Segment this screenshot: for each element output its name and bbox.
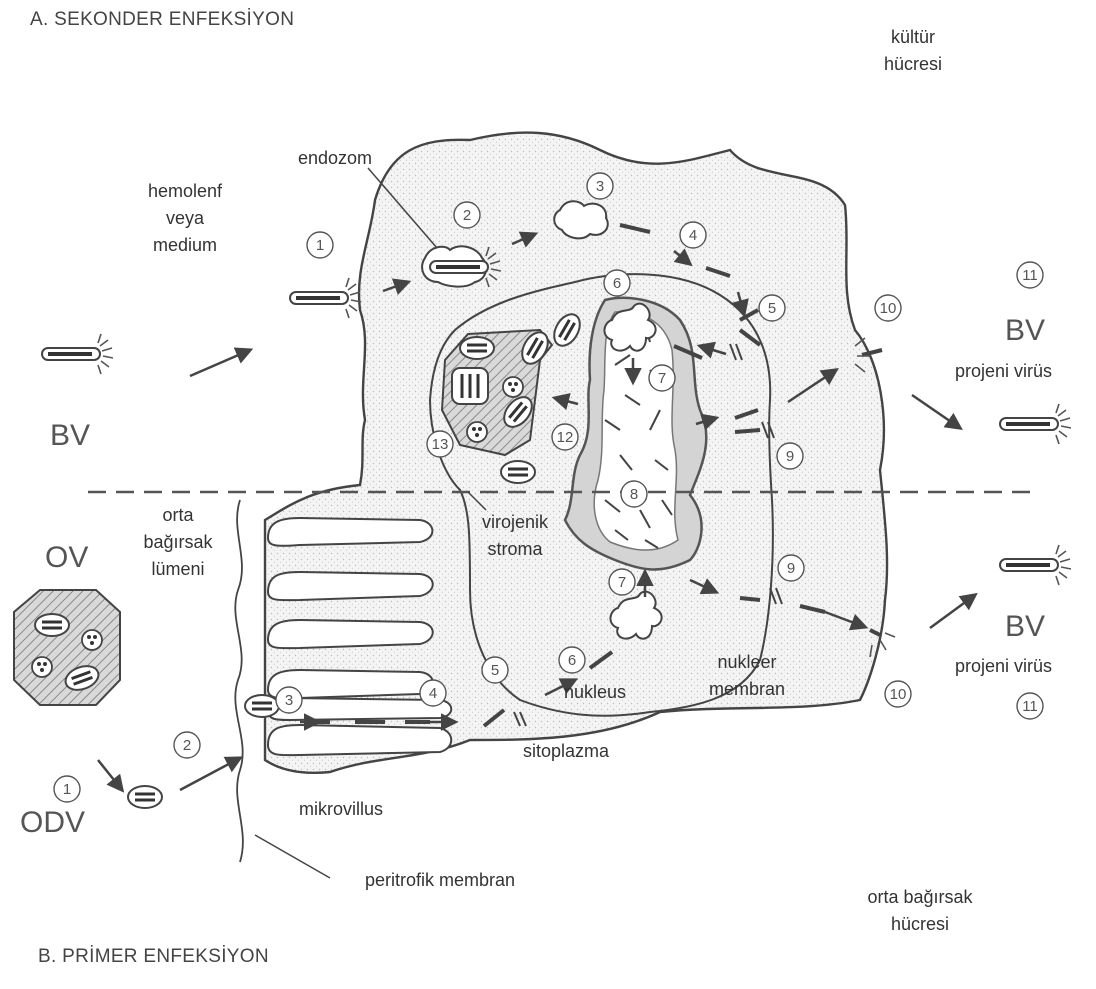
- step-number-b10: 10: [890, 686, 907, 703]
- peritrophic-membrane-label: peritrofik membran: [365, 870, 515, 890]
- step-number-a1: 1: [316, 237, 324, 254]
- virogenic-stroma-label-2: stroma: [487, 539, 543, 559]
- step-number-b3: 3: [285, 692, 293, 709]
- midgut-cell-label-2: hücresi: [891, 914, 949, 934]
- progeny-label-top: projeni virüs: [955, 361, 1052, 381]
- ov-virion-1: [35, 614, 69, 636]
- microvillus-label: mikrovillus: [299, 799, 383, 819]
- odv-released: [128, 786, 162, 808]
- ov-label: OV: [45, 541, 88, 574]
- step-number-b9: 9: [787, 560, 795, 577]
- step-number-b1: 1: [63, 781, 71, 798]
- bv-label-left: BV: [50, 419, 90, 452]
- step-number-a12: 12: [557, 429, 574, 446]
- bv-progeny-bottom: [1000, 545, 1071, 585]
- step-number-a7: 7: [658, 370, 666, 387]
- ov-virion-3: [32, 657, 52, 677]
- step-number-b11: 11: [1022, 698, 1038, 715]
- progeny-label-bottom: projeni virüs: [955, 656, 1052, 676]
- step-number-b7: 7: [618, 574, 626, 591]
- step-number-b5: 5: [491, 662, 499, 679]
- lumen-label-1: orta: [162, 505, 194, 525]
- lumen-label-2: bağırsak: [143, 532, 213, 552]
- cytoplasm-label: sitoplazma: [523, 741, 610, 761]
- odv-fusing: [245, 695, 279, 717]
- culture-cell-label: kültür: [891, 27, 935, 47]
- odv-label: ODV: [20, 806, 85, 839]
- hemolymph-label-3: medium: [153, 235, 217, 255]
- nucleus-label: nukleus: [564, 682, 626, 702]
- heading-primary-infection: B. PRİMER ENFEKSİYON: [38, 946, 269, 967]
- step-number-b2: 2: [183, 737, 191, 754]
- step-number-a5: 5: [768, 300, 776, 317]
- virogenic-stroma-label-1: virojenik: [482, 512, 549, 532]
- step-number-a2: 2: [463, 207, 471, 224]
- nuclear-membrane-label-1: nukleer: [717, 652, 776, 672]
- heading-secondary-infection: A. SEKONDER ENFEKSİYON: [30, 9, 294, 30]
- bv-label-bottom-right: BV: [1005, 610, 1045, 643]
- culture-cell-label-2: hücresi: [884, 54, 942, 74]
- midgut-cell-label: orta bağırsak: [867, 887, 973, 907]
- step-number-b6: 6: [568, 652, 576, 669]
- peritrophic-membrane: [235, 500, 243, 862]
- occlusion-body-ov: [14, 590, 120, 705]
- hemolymph-label-2: veya: [166, 208, 205, 228]
- bv-label-top-right: BV: [1005, 314, 1045, 347]
- step-number-a11: 11: [1022, 267, 1038, 284]
- bv-left: [42, 334, 113, 374]
- bv-progeny-top: [1000, 404, 1071, 444]
- hemolymph-label-1: hemolenf: [148, 181, 223, 201]
- step-number-a4: 4: [689, 227, 697, 244]
- step-number-a3: 3: [596, 178, 604, 195]
- step-number-b4: 4: [429, 685, 437, 702]
- bv-attach-1: [290, 278, 361, 318]
- lumen-label-3: lümeni: [151, 559, 204, 579]
- step-number-a13: 13: [432, 436, 449, 453]
- step-number-c8: 8: [630, 486, 638, 503]
- nuclear-membrane-label-2: membran: [709, 679, 785, 699]
- endosome-label: endozom: [298, 148, 372, 168]
- step-number-a9: 9: [786, 448, 794, 465]
- step-number-a6: 6: [613, 275, 621, 292]
- step-number-a10: 10: [880, 300, 897, 317]
- ov-virion-2: [82, 630, 102, 650]
